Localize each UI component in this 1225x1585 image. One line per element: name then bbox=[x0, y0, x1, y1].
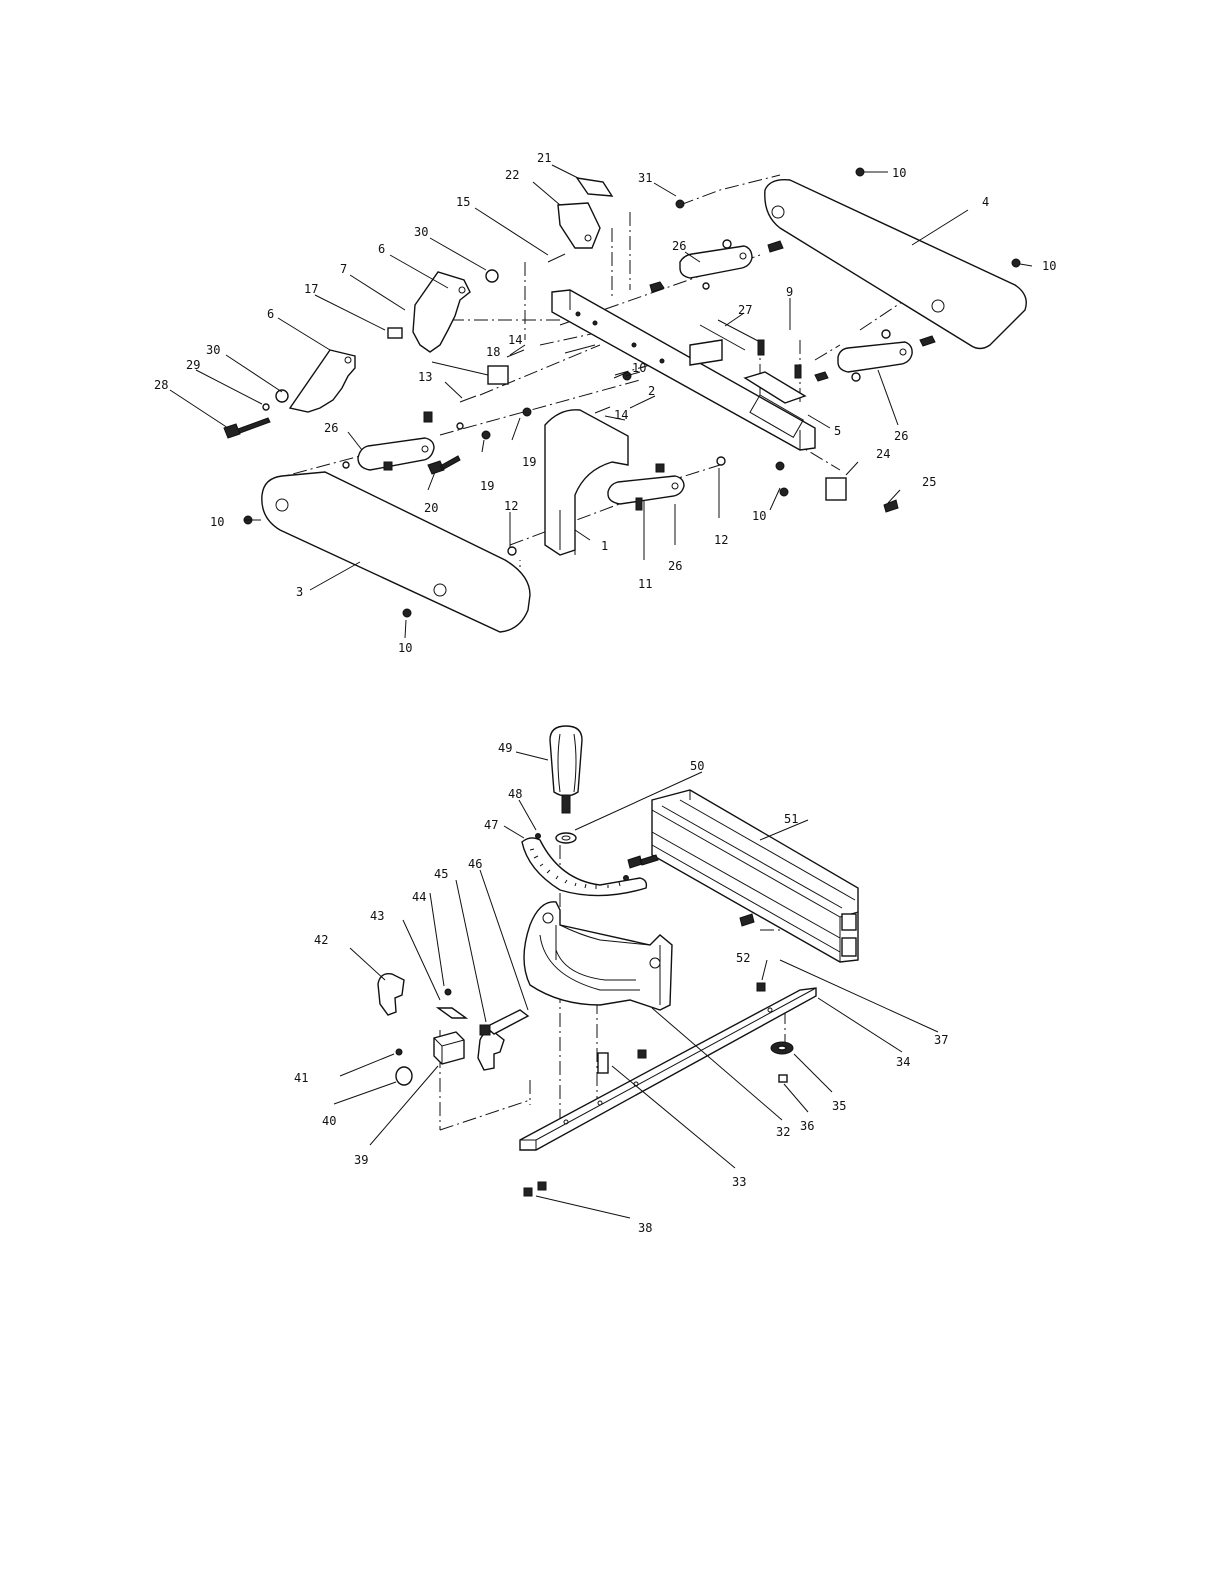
callout-38: 38 bbox=[638, 1221, 652, 1235]
callout-33: 33 bbox=[732, 1175, 746, 1189]
callout-42: 42 bbox=[314, 933, 328, 947]
arm-26-lower bbox=[608, 476, 684, 504]
callout-30-a: 30 bbox=[414, 225, 428, 239]
arm-26-upper-right bbox=[680, 246, 752, 278]
callout-50: 50 bbox=[690, 759, 704, 773]
lock-knob-42 bbox=[378, 974, 404, 1015]
callout-7: 7 bbox=[340, 262, 347, 276]
ball-41 bbox=[396, 1049, 402, 1055]
callout-10-d: 10 bbox=[752, 509, 766, 523]
callout-40: 40 bbox=[322, 1114, 336, 1128]
fence-51 bbox=[652, 790, 858, 962]
callout-2: 2 bbox=[648, 384, 655, 398]
bolt-28 bbox=[224, 418, 270, 438]
block-24 bbox=[826, 478, 846, 500]
callout-51: 51 bbox=[784, 812, 798, 826]
callout-43: 43 bbox=[370, 909, 384, 923]
callout-14-b: 14 bbox=[614, 408, 628, 422]
callout-46: 46 bbox=[468, 857, 482, 871]
callout-6-a: 6 bbox=[378, 242, 385, 256]
shaft-46 bbox=[486, 1010, 528, 1034]
callout-12-b: 12 bbox=[714, 533, 728, 547]
knob-40 bbox=[396, 1067, 412, 1085]
screw-43 bbox=[445, 989, 451, 995]
callout-19-a: 19 bbox=[522, 455, 536, 469]
callout-17: 17 bbox=[304, 282, 318, 296]
miter-body-32 bbox=[524, 902, 672, 1010]
bolt-20 bbox=[428, 456, 460, 474]
lock-knob-lower bbox=[478, 1032, 504, 1070]
block-18 bbox=[488, 366, 508, 384]
callout-32: 32 bbox=[776, 1125, 790, 1139]
screw-36 bbox=[779, 1075, 787, 1082]
callout-12-a: 12 bbox=[504, 499, 518, 513]
callout-4: 4 bbox=[982, 195, 989, 209]
callout-35: 35 bbox=[832, 1099, 846, 1113]
callout-1: 1 bbox=[601, 539, 608, 553]
callout-39: 39 bbox=[354, 1153, 368, 1167]
left-guard-panel bbox=[262, 472, 530, 632]
plate-44 bbox=[438, 1008, 466, 1018]
block-39 bbox=[434, 1032, 464, 1064]
callout-41: 41 bbox=[294, 1071, 308, 1085]
callout-26-d: 26 bbox=[668, 559, 682, 573]
callout-19-b: 19 bbox=[480, 479, 494, 493]
callout-21: 21 bbox=[537, 151, 551, 165]
pin-33 bbox=[598, 1053, 608, 1073]
callout-37: 37 bbox=[934, 1033, 948, 1047]
callout-26-c: 26 bbox=[324, 421, 338, 435]
spacer-30-upper bbox=[486, 270, 498, 282]
callout-14-a: 14 bbox=[508, 333, 522, 347]
callout-10-b: 10 bbox=[892, 166, 906, 180]
callout-6-b: 6 bbox=[267, 307, 274, 321]
callout-26-b: 26 bbox=[894, 429, 908, 443]
callout-18: 18 bbox=[486, 345, 500, 359]
callout-11: 11 bbox=[638, 577, 652, 591]
lower-assembly bbox=[334, 726, 938, 1218]
callout-5: 5 bbox=[834, 424, 841, 438]
bracket-21 bbox=[577, 178, 612, 196]
callout-44: 44 bbox=[412, 890, 426, 904]
plate-27 bbox=[690, 340, 722, 365]
scale-47 bbox=[522, 838, 646, 896]
callout-26-a: 26 bbox=[672, 239, 686, 253]
screw-52 bbox=[757, 983, 765, 991]
callout-10-a: 10 bbox=[632, 361, 646, 375]
callout-47: 47 bbox=[484, 818, 498, 832]
upper-assembly bbox=[170, 165, 1032, 638]
callout-29: 29 bbox=[186, 358, 200, 372]
callout-20: 20 bbox=[424, 501, 438, 515]
callout-45: 45 bbox=[434, 867, 448, 881]
callout-10-f: 10 bbox=[398, 641, 412, 655]
callout-49: 49 bbox=[498, 741, 512, 755]
callout-10-e: 10 bbox=[210, 515, 224, 529]
callout-48: 48 bbox=[508, 787, 522, 801]
callout-15: 15 bbox=[456, 195, 470, 209]
callout-31-a: 31 bbox=[638, 171, 652, 185]
bracket-22 bbox=[558, 203, 600, 248]
collar-17 bbox=[388, 328, 402, 338]
washer-50 bbox=[556, 833, 576, 843]
arm-26-right bbox=[838, 342, 912, 372]
callout-30-b: 30 bbox=[206, 343, 220, 357]
callout-22: 22 bbox=[505, 168, 519, 182]
callout-9: 9 bbox=[786, 285, 793, 299]
callout-34: 34 bbox=[896, 1055, 910, 1069]
nut-45 bbox=[480, 1025, 490, 1035]
callout-13: 13 bbox=[418, 370, 432, 384]
callout-24: 24 bbox=[876, 447, 890, 461]
handle-49 bbox=[550, 726, 582, 796]
callout-10-c: 10 bbox=[1042, 259, 1056, 273]
callout-3: 3 bbox=[296, 585, 303, 599]
callout-25: 25 bbox=[922, 475, 936, 489]
callout-27: 27 bbox=[738, 303, 752, 317]
callout-52: 52 bbox=[736, 951, 750, 965]
arm-26-left bbox=[358, 438, 434, 470]
callout-36: 36 bbox=[800, 1119, 814, 1133]
callout-28: 28 bbox=[154, 378, 168, 392]
